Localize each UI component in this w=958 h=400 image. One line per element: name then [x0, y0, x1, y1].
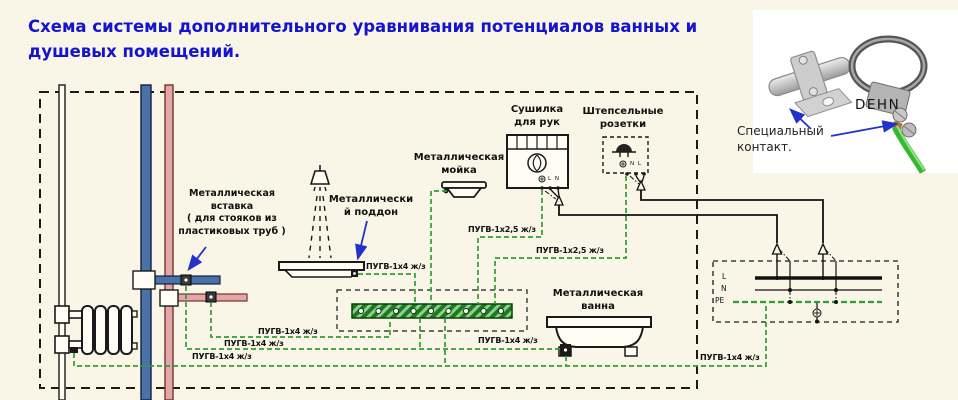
pe-terminal-icon	[619, 160, 627, 168]
hand-dryer-icon	[506, 134, 569, 190]
sockets-terminal-label: N L	[630, 161, 642, 167]
wire-label-dryer: ПУГВ-1х2,5 ж/з	[468, 225, 536, 234]
pe-terminal-icon	[538, 175, 546, 183]
bus-label-n: N	[721, 284, 727, 293]
bond-wire-dryer	[477, 190, 543, 304]
brand-name: DEHN	[855, 97, 901, 113]
bond-wire-cold	[185, 286, 560, 350]
cold-water-riser	[140, 84, 152, 400]
clamps-photo	[753, 10, 958, 174]
floor-grounding-mesh	[336, 289, 528, 332]
wire-label-cold-water: ПУГВ-1х4 ж/з	[224, 339, 284, 348]
bus-label-l: L	[722, 272, 727, 281]
plug-connector-icon	[635, 179, 647, 191]
sink-icon	[441, 181, 487, 198]
label-metal-tray: Металлически й поддон	[328, 194, 414, 218]
heating-riser	[58, 84, 66, 400]
wire-label-sockets: ПУГВ-1х2,5 ж/з	[536, 246, 604, 255]
breaker-1	[771, 242, 792, 304]
label-metal-bath: Металлическая ванна	[552, 288, 644, 312]
radiator-icon	[54, 305, 138, 355]
wire-label-bath: ПУГВ-1х4 ж/з	[478, 336, 538, 345]
wire-label-tray: ПУГВ-1х4 ж/з	[366, 262, 426, 271]
room-outline	[39, 91, 698, 389]
bonding-wires	[73, 176, 767, 367]
plug-sockets-icon	[602, 136, 649, 176]
bond-wire-sink	[430, 190, 447, 304]
bathtub-icon	[546, 316, 652, 357]
photo-caption: Специальный контакт.	[737, 124, 824, 154]
label-metal-sink: Металлическая мойка	[413, 152, 505, 176]
bond-wire-hot	[210, 302, 391, 338]
power-wiring	[544, 175, 824, 243]
hot-branch-fitting	[159, 289, 179, 307]
bond-wire-main-pe	[73, 303, 767, 367]
plug-connector-icon	[553, 194, 565, 206]
pipe-clamp-icon	[768, 50, 853, 118]
distribution-panel	[712, 242, 899, 324]
panel-earth-terminal	[812, 303, 822, 324]
shower-tray-icon	[278, 261, 365, 278]
wire-label-pe-main: ПУГВ-1х4 ж/з	[700, 353, 760, 362]
label-plug-sockets: Штепсельные розетки	[582, 106, 664, 130]
shower-icon	[308, 165, 332, 259]
bond-wire-sockets	[494, 176, 627, 304]
label-hand-dryer: Сушилка для рук	[510, 104, 564, 128]
label-metal-insert: Металлическая вставка ( для стояков из п…	[178, 188, 286, 237]
cold-branch-fitting	[132, 270, 156, 290]
bond-wire-tray	[358, 273, 416, 304]
insert-callout-arrow	[187, 246, 207, 272]
wire-label-radiator: ПУГВ-1х4 ж/з	[192, 352, 252, 361]
wire-label-hot-water: ПУГВ-1х4 ж/з	[258, 327, 318, 336]
caption-arrow-right	[830, 120, 899, 137]
fan-icon	[527, 153, 547, 173]
bus-label-pe: PE	[715, 296, 725, 305]
breaker-2	[817, 242, 838, 304]
tray-callout-arrow	[355, 220, 368, 261]
caption-arrow-left	[789, 108, 812, 130]
page-title: Схема системы дополнительного уравнивани…	[28, 17, 698, 61]
radiator-bond-clamp	[70, 347, 78, 353]
dryer-terminal-label: L N	[548, 176, 560, 182]
socket-symbol	[616, 144, 632, 152]
hot-water-riser	[164, 84, 174, 400]
